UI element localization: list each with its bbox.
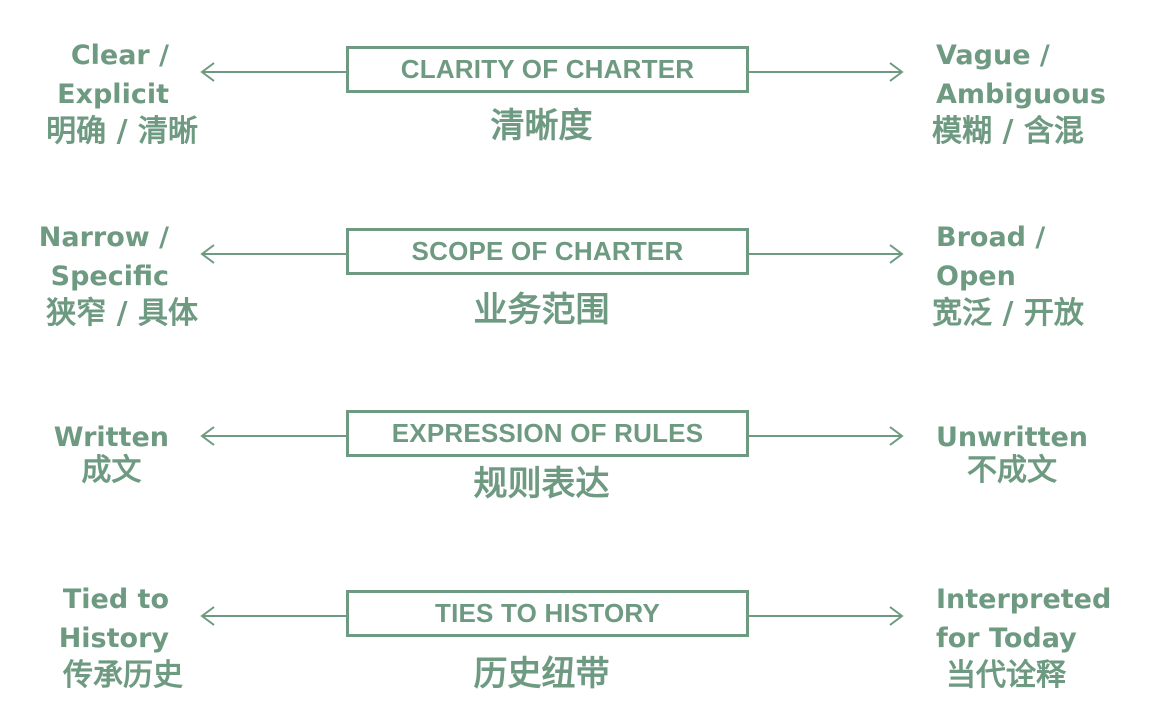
right-pole-en-line1: Vague / [936,40,1050,71]
left-pole-label: Narrow / Specific 狭窄 / 具体 [38,218,198,332]
right-pole-label: Interpreted for Today 当代诠释 [936,580,1111,694]
dimension-cn-label: 历史纽带 [473,654,610,694]
right-pole-en-line1: Unwritten [936,422,1089,453]
left-pole-cn: 明确 / 清晰 [46,114,198,149]
dimension-box: SCOPE OF CHARTER [346,228,749,275]
right-pole-en-line2: for Today [936,623,1077,654]
spectrum-row-history: Tied to History 传承历史 TIES TO HISTORY 历史纽… [0,580,1159,710]
right-pole-en-line2: Ambiguous [936,79,1107,110]
left-pole-label: Clear / Explicit 明确 / 清晰 [46,36,198,150]
dimension-box: EXPRESSION OF RULES [346,410,749,457]
right-pole-cn: 不成文 [967,453,1057,488]
right-pole-en-line1: Broad / [936,222,1046,253]
dimension-box: TIES TO HISTORY [346,590,749,637]
left-pole-label: Tied to History 传承历史 [58,580,183,694]
right-arrow-icon [749,244,904,264]
right-arrow-icon [749,606,904,626]
left-pole-label: Written 成文 [53,418,169,488]
left-pole-en-line2: Explicit [57,79,169,110]
left-pole-en-line1: Narrow / [38,222,169,253]
dimension-cn-label: 业务范围 [473,290,610,330]
spectrum-row-rules: Written 成文 EXPRESSION OF RULES 规则表达 Unwr… [0,410,1159,548]
left-arrow-icon [200,62,346,82]
right-pole-en-line1: Interpreted [936,584,1112,615]
right-pole-label: Vague / Ambiguous 模糊 / 含混 [932,36,1107,150]
left-pole-en-line1: Written [53,422,169,453]
left-pole-cn: 传承历史 [63,658,183,693]
left-pole-cn: 成文 [81,453,142,488]
right-pole-label: Broad / Open 宽泛 / 开放 [932,218,1084,332]
spectrum-row-clarity: Clear / Explicit 明确 / 清晰 CLARITY OF CHAR… [0,36,1159,166]
right-pole-en-line2: Open [936,261,1016,292]
left-pole-cn: 狭窄 / 具体 [46,296,198,331]
right-arrow-icon [749,426,904,446]
dimension-box: CLARITY OF CHARTER [346,46,749,93]
left-pole-en-line1: Clear / [70,40,169,71]
right-pole-cn: 当代诠释 [946,658,1066,693]
right-pole-cn: 模糊 / 含混 [932,114,1084,149]
dimension-cn-label: 规则表达 [473,464,610,504]
right-pole-cn: 宽泛 / 开放 [932,296,1084,331]
right-arrow-icon [749,62,904,82]
left-arrow-icon [200,244,346,264]
spectrum-row-scope: Narrow / Specific 狭窄 / 具体 SCOPE OF CHART… [0,218,1159,348]
left-arrow-icon [200,606,346,626]
left-pole-en-line1: Tied to [62,584,169,615]
left-pole-en-line2: History [58,623,169,654]
dimension-cn-label: 清晰度 [490,106,593,146]
left-pole-en-line2: Specific [50,261,169,292]
left-arrow-icon [200,426,346,446]
right-pole-label: Unwritten 不成文 [936,418,1089,488]
